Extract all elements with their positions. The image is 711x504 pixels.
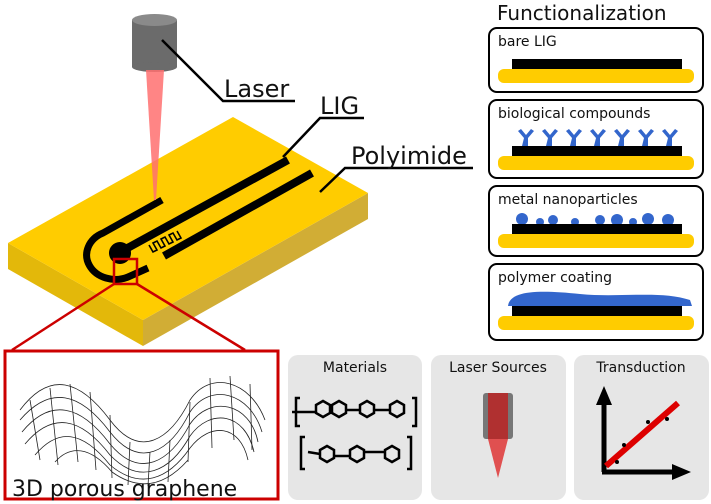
polyimide-label: Polyimide: [351, 142, 467, 170]
antibody-icons: [518, 129, 678, 146]
transduction-panel: Transduction: [574, 355, 709, 500]
functionalization-panel-bare: bare LIG: [488, 27, 704, 93]
lig-label: LIG: [320, 92, 359, 120]
polyimide-substrate: [8, 117, 368, 346]
functionalization-panel-nanoparticles: metal nanoparticles: [488, 185, 704, 257]
panel-title: Materials: [323, 360, 387, 376]
functionalization-panel-polymer: polymer coating: [488, 263, 704, 341]
leader-lines: [161, 39, 473, 193]
panel-label: metal nanoparticles: [498, 192, 638, 208]
laser-label: Laser: [224, 75, 289, 103]
functionalization-panel-biological: biological compounds: [488, 99, 704, 179]
materials-panel: Materials: [288, 355, 422, 500]
panel-label: biological compounds: [498, 106, 650, 122]
panel-label: polymer coating: [498, 270, 612, 286]
zoom-indicator: [3, 257, 280, 501]
calibration-plot-icon: [596, 386, 691, 480]
laser-beam: [146, 70, 164, 200]
panel-title: Transduction: [595, 360, 685, 376]
polymer-structure-icon: [292, 396, 418, 471]
laser-head: [132, 14, 177, 72]
functionalization-title: Functionalization: [497, 1, 667, 25]
panel-label: bare LIG: [498, 34, 557, 50]
panel-title: Laser Sources: [449, 360, 547, 376]
laser-sources-panel: Laser Sources: [431, 355, 566, 500]
graphene-mesh: [19, 375, 266, 487]
graphene-label: 3D porous graphene: [12, 477, 237, 502]
